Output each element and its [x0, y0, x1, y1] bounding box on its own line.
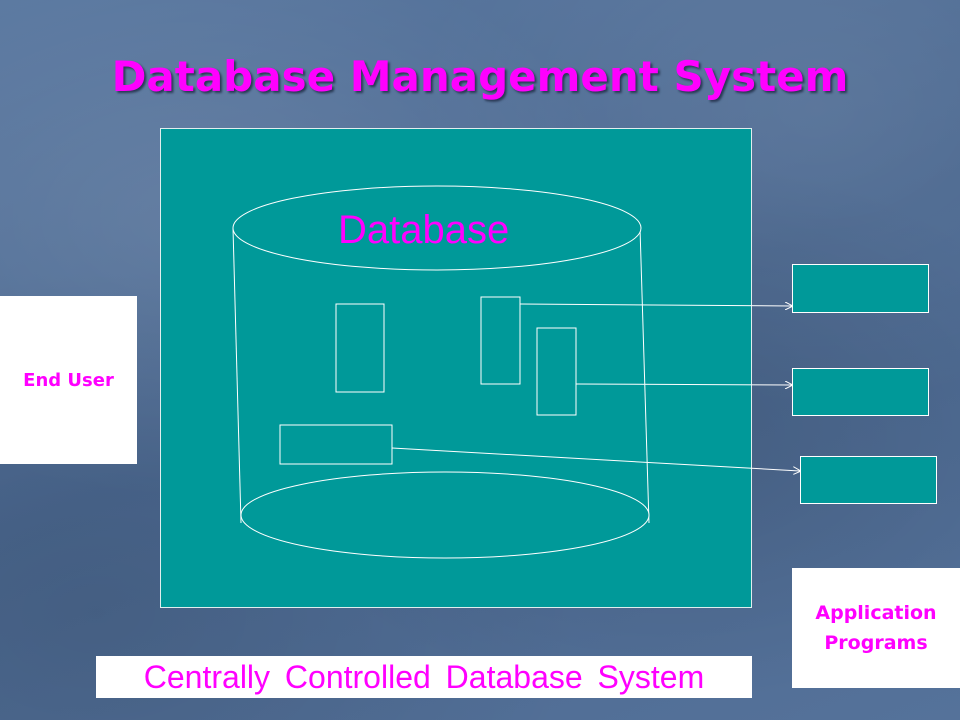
- application-programs-label: Application Programs: [792, 568, 960, 688]
- cylinder-bottom: [240, 471, 650, 559]
- data-block-3: [536, 327, 577, 416]
- data-block-1: [335, 303, 385, 393]
- data-block-2: [480, 296, 521, 385]
- arrow-3: [391, 447, 800, 471]
- arrow-1: [519, 304, 792, 306]
- caption: Centrally Controlled Database System: [96, 656, 752, 698]
- cylinder-right-side: [639, 227, 650, 524]
- application-programs-line1: Application: [815, 602, 937, 624]
- application-box-1: [792, 264, 929, 313]
- slide-title: Database Management System: [111, 52, 849, 101]
- data-block-4: [279, 424, 393, 465]
- application-programs-line2: Programs: [824, 632, 928, 654]
- application-box-3: [800, 456, 937, 504]
- application-box-2: [792, 368, 929, 416]
- cylinder-top: [232, 185, 642, 271]
- database-label: Database: [338, 208, 510, 252]
- caption-text: Centrally Controlled Database System: [143, 658, 705, 695]
- end-user-label: End User: [0, 296, 137, 464]
- end-user-text: End User: [23, 369, 114, 391]
- cylinder-left-side: [232, 227, 242, 524]
- arrow-2: [575, 384, 792, 385]
